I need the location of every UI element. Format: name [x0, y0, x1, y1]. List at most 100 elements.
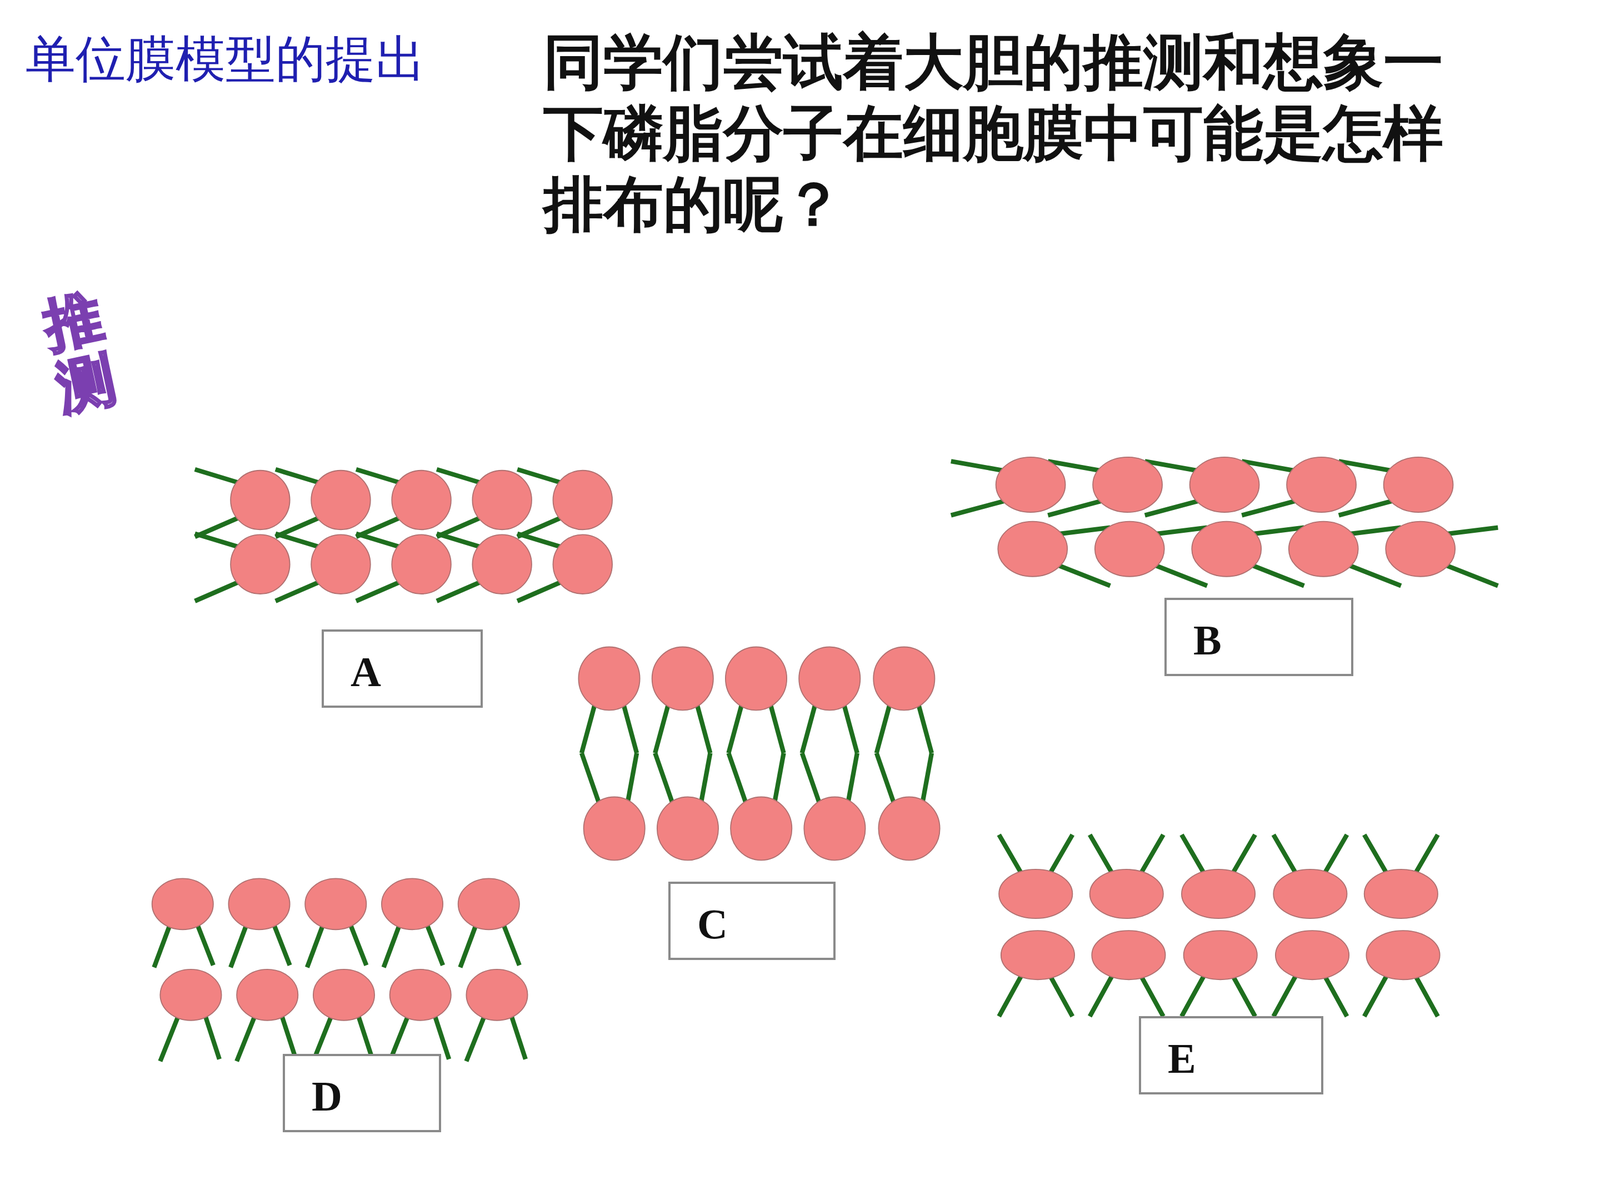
- lipid-tail: [843, 703, 858, 753]
- lipid-tail: [196, 923, 213, 965]
- lipid-head: [1001, 930, 1075, 980]
- label-box: E: [1138, 1016, 1324, 1095]
- lipid-head: [997, 521, 1068, 577]
- lipid-head: [725, 646, 787, 710]
- lipid-tail: [774, 753, 784, 804]
- lipid-head: [1183, 930, 1258, 980]
- lipid-head: [657, 796, 719, 860]
- lipid-tail: [1090, 975, 1113, 1017]
- lipid-tail: [434, 1015, 449, 1060]
- lipid-head: [873, 646, 935, 710]
- lipid-tail: [153, 923, 170, 968]
- lipid-head: [458, 878, 520, 930]
- lipid-tail: [802, 703, 816, 753]
- lipid-tail: [728, 703, 742, 753]
- lipid-tail: [770, 703, 784, 753]
- lipid-head: [1095, 521, 1165, 577]
- lipid-tail: [847, 753, 858, 804]
- lipid-tail: [1181, 975, 1204, 1017]
- lipid-head: [311, 534, 371, 594]
- lipid-tail: [1273, 834, 1296, 874]
- lipid-head: [236, 969, 298, 1021]
- lipid-head: [305, 878, 367, 930]
- lipid-head: [381, 878, 443, 930]
- lipid-tail: [1415, 834, 1438, 874]
- lipid-tail: [1343, 563, 1402, 586]
- lipid-head: [1273, 869, 1347, 919]
- lipid-tail: [195, 533, 242, 549]
- lipid-head: [472, 534, 532, 594]
- lipid-head: [1288, 521, 1359, 577]
- lipid-tail: [876, 703, 890, 753]
- lipid-head: [998, 869, 1073, 919]
- lipid-tail: [1232, 834, 1255, 874]
- option-letter: E: [1167, 1037, 1197, 1080]
- lipid-tail: [998, 834, 1022, 874]
- lipid-head: [1190, 457, 1260, 513]
- label-box: C: [668, 881, 836, 960]
- lipid-tail: [281, 1015, 297, 1060]
- lipid-head: [391, 534, 452, 594]
- lipid-tail: [205, 1015, 220, 1060]
- lipid-head: [466, 969, 528, 1021]
- lipid-head: [553, 470, 613, 530]
- lipid-tail: [655, 703, 669, 753]
- label-box: D: [282, 1053, 442, 1133]
- lipid-tail: [1090, 834, 1113, 874]
- lipid-head: [228, 878, 290, 930]
- lipid-head: [1181, 869, 1255, 919]
- lipid-tail: [1364, 975, 1387, 1017]
- guess-badge: 推测: [38, 284, 122, 421]
- option-letter: C: [697, 902, 728, 945]
- lipid-tail: [511, 1015, 526, 1060]
- lipid-tail: [383, 923, 400, 968]
- lipid-head: [996, 457, 1066, 513]
- lipid-head: [160, 969, 222, 1021]
- lipid-tail: [918, 703, 932, 753]
- lipid-head: [1383, 457, 1454, 513]
- lipid-heads: [152, 457, 1456, 1021]
- lipid-tail: [581, 753, 599, 804]
- lipid-head: [730, 796, 792, 860]
- slide-title: 单位膜模型的提出: [25, 28, 426, 89]
- lipid-tail: [230, 923, 247, 968]
- lipid-head: [578, 646, 640, 710]
- lipid-head: [1385, 521, 1455, 577]
- lipid-tail: [1050, 975, 1073, 1017]
- option-letter: A: [350, 650, 382, 693]
- lipid-tail: [1440, 563, 1498, 586]
- lipid-tail: [1364, 834, 1387, 874]
- lipid-tail: [623, 703, 637, 753]
- lipid-head: [1090, 869, 1164, 919]
- lipid-head: [391, 470, 452, 530]
- lipid-head: [472, 470, 532, 530]
- lipid-head: [390, 969, 452, 1021]
- lipid-tail: [696, 703, 710, 753]
- lipid-tail: [195, 580, 242, 602]
- option-letter: D: [311, 1075, 343, 1118]
- label-box: A: [321, 629, 483, 708]
- lipid-tail: [1050, 834, 1073, 874]
- lipid-tail: [1232, 975, 1255, 1017]
- lipid-tail: [307, 923, 324, 968]
- lipid-tail: [1415, 975, 1438, 1017]
- question-text: 同学们尝试着大胆的推测和想象一下磷脂分子在细胞膜中可能是怎样排布的呢？: [543, 26, 1499, 240]
- lipid-tail: [951, 461, 1009, 472]
- lipid-head: [583, 796, 645, 860]
- lipid-tail: [1150, 563, 1208, 586]
- lipid-head: [1286, 457, 1357, 513]
- lipid-tail: [503, 923, 520, 965]
- lipid-head: [1364, 869, 1438, 919]
- lipid-tail: [802, 753, 820, 804]
- lipid-tail: [1273, 975, 1296, 1017]
- lipid-head: [878, 796, 940, 860]
- lipid-tail: [1140, 834, 1163, 874]
- lipid-head: [313, 969, 375, 1021]
- lipid-tail: [350, 923, 367, 965]
- lipid-tail: [951, 500, 1009, 516]
- lipid-head: [1092, 457, 1163, 513]
- lipid-tail: [460, 923, 477, 968]
- lipid-tail: [1181, 834, 1204, 874]
- lipid-tail: [728, 753, 746, 804]
- lipid-tail: [998, 975, 1022, 1017]
